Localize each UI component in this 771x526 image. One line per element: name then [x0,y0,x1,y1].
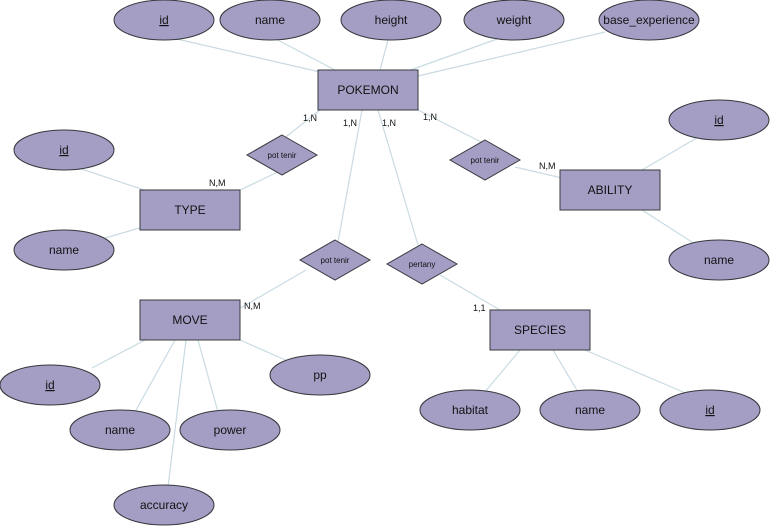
attribute-type-name[interactable]: name [13,229,115,271]
attribute-label: id [45,378,54,392]
connector-rel-type-type [235,169,283,193]
relationship-pokemon-type[interactable]: pot tenir [245,134,319,176]
connector-rel-move-move [236,269,307,311]
connector-pokemon-base-experience [417,31,606,77]
attribute-move-name[interactable]: name [69,409,171,451]
attribute-label: habitat [452,403,489,417]
attribute-species-id[interactable]: id [659,389,761,431]
attribute-pokemon-id[interactable]: id [113,0,215,41]
attribute-label: id [59,143,68,157]
attribute-pokemon-weight[interactable]: weight [463,0,565,41]
attribute-species-habitat[interactable]: habitat [419,389,521,431]
entity-label: ABILITY [588,183,633,197]
connector-pokemon-rel-ability [417,109,486,145]
connector-pokemon-height [379,39,389,71]
relationship-label: pot tenir [471,156,500,165]
attribute-label: id [159,13,168,27]
connector-pokemon-rel-type [281,109,321,141]
entity-species[interactable]: SPECIES [489,309,591,351]
connector-move-name [134,339,176,413]
attribute-label: accuracy [140,498,188,512]
connector-move-id [91,339,146,369]
connector-move-accuracy [167,339,187,488]
connector-pokemon-id [163,35,321,73]
attribute-pokemon-height[interactable]: height [340,0,442,41]
attribute-ability-name[interactable]: name [668,239,770,281]
attribute-label: name [255,13,285,27]
connector-species-id [584,349,691,396]
attribute-label: name [49,243,79,257]
connector-ability-id [641,135,701,171]
connector-ability-name [641,209,696,245]
connectors [63,31,701,488]
connector-pokemon-rel-species [377,109,419,246]
connector-move-power [197,339,219,413]
connector-species-habitat [483,349,521,394]
relationship-pokemon-ability[interactable]: pot tenir [448,139,522,181]
attribute-move-power[interactable]: power [179,409,281,451]
attribute-move-id[interactable]: id [0,364,101,406]
cardinality-pokemon-type-type: N,M [209,178,226,188]
relationship-pokemon-species[interactable]: pertany [385,243,459,285]
connector-rel-ability-ability [514,166,563,179]
attribute-label: height [375,13,408,27]
attribute-label: pp [313,368,327,382]
attribute-label: power [214,423,247,437]
connector-pokemon-weight [404,37,501,73]
cardinality-pokemon-move-move: N,M [244,301,261,311]
attribute-label: name [575,403,605,417]
relationship-pokemon-move[interactable]: pot tenir [298,239,372,281]
relationship-label: pertany [409,260,436,269]
attribute-species-name[interactable]: name [539,389,641,431]
entity-label: SPECIES [514,323,566,337]
attribute-label: id [705,403,714,417]
entity-label: TYPE [174,203,205,217]
attribute-label: weight [496,13,532,27]
entity-type[interactable]: TYPE [139,189,241,231]
relationship-label: pot tenir [268,151,297,160]
attribute-move-accuracy[interactable]: accuracy [113,484,215,526]
entity-label: MOVE [172,313,207,327]
cardinality-pokemon-species-species: 1,1 [473,303,486,313]
connector-pokemon-name [269,35,336,71]
cardinality-pokemon-type-pokemon: 1,N [303,113,317,123]
entity-move[interactable]: MOVE [139,299,241,341]
connector-pokemon-rel-move [337,109,363,243]
cardinality-pokemon-ability-pokemon: 1,N [423,112,437,122]
cardinality-pokemon-ability-ability: N,M [539,161,556,171]
relationship-label: pot tenir [321,256,350,265]
entity-label: POKEMON [337,83,398,97]
connector-rel-species-species [439,274,501,311]
attribute-pokemon-name[interactable]: name [219,0,321,41]
attribute-pokemon-base-experience[interactable]: base_experience [598,0,700,41]
attribute-label: id [714,113,723,127]
attribute-label: name [105,423,135,437]
attribute-ability-id[interactable]: id [668,99,770,141]
cardinality-pokemon-move-pokemon: 1,N [343,118,357,128]
connector-move-pp [239,339,291,363]
attribute-move-pp[interactable]: pp [269,354,371,396]
attribute-type-id[interactable]: id [13,129,115,171]
entity-ability[interactable]: ABILITY [559,169,661,211]
cardinality-pokemon-species-pokemon: 1,N [382,118,396,128]
attribute-label: name [704,253,734,267]
entity-pokemon[interactable]: POKEMON [317,69,419,111]
connector-species-name [552,349,579,393]
attribute-label: base_experience [603,13,695,27]
